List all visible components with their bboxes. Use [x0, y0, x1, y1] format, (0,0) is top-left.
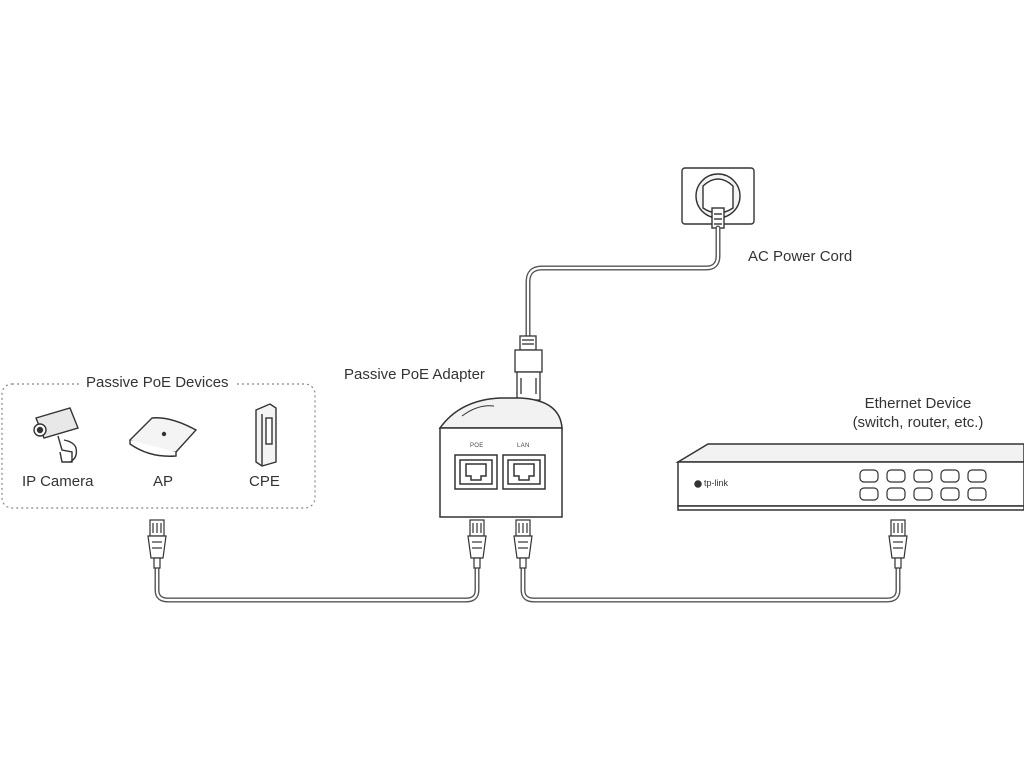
ip-camera-label: IP Camera — [22, 473, 94, 490]
wall-outlet-icon — [681, 167, 755, 229]
lan-port-label: LAN — [517, 443, 530, 449]
ac-power-cable — [525, 225, 721, 339]
ap-label: AP — [153, 473, 174, 490]
ethernet-device-label: Ethernet Device — [864, 395, 972, 412]
ethernet-device-sublabel: (switch, router, etc.) — [852, 414, 984, 431]
poe-adapter-icon — [438, 397, 563, 518]
rj45-plug-poe — [467, 519, 487, 569]
cpe-label: CPE — [249, 473, 280, 490]
ethernet-cables — [154, 565, 901, 603]
rj45-plug-lan — [513, 519, 533, 569]
switch-brand-logo: tp-link — [704, 478, 729, 488]
ac-power-cord-label: AC Power Cord — [748, 248, 853, 265]
iec-connector-icon — [514, 335, 543, 401]
passive-poe-devices-label: Passive PoE Devices — [80, 374, 235, 391]
poe-port-label: POE — [470, 443, 484, 449]
rj45-plug-device — [147, 519, 167, 569]
rj45-connectors — [147, 519, 908, 569]
rj45-plug-switch — [888, 519, 908, 569]
ip-camera-icon — [33, 407, 79, 463]
ethernet-switch-icon — [675, 443, 1024, 511]
passive-poe-adapter-label: Passive PoE Adapter — [344, 366, 485, 383]
access-point-icon — [128, 417, 198, 457]
cpe-icon — [255, 403, 277, 467]
